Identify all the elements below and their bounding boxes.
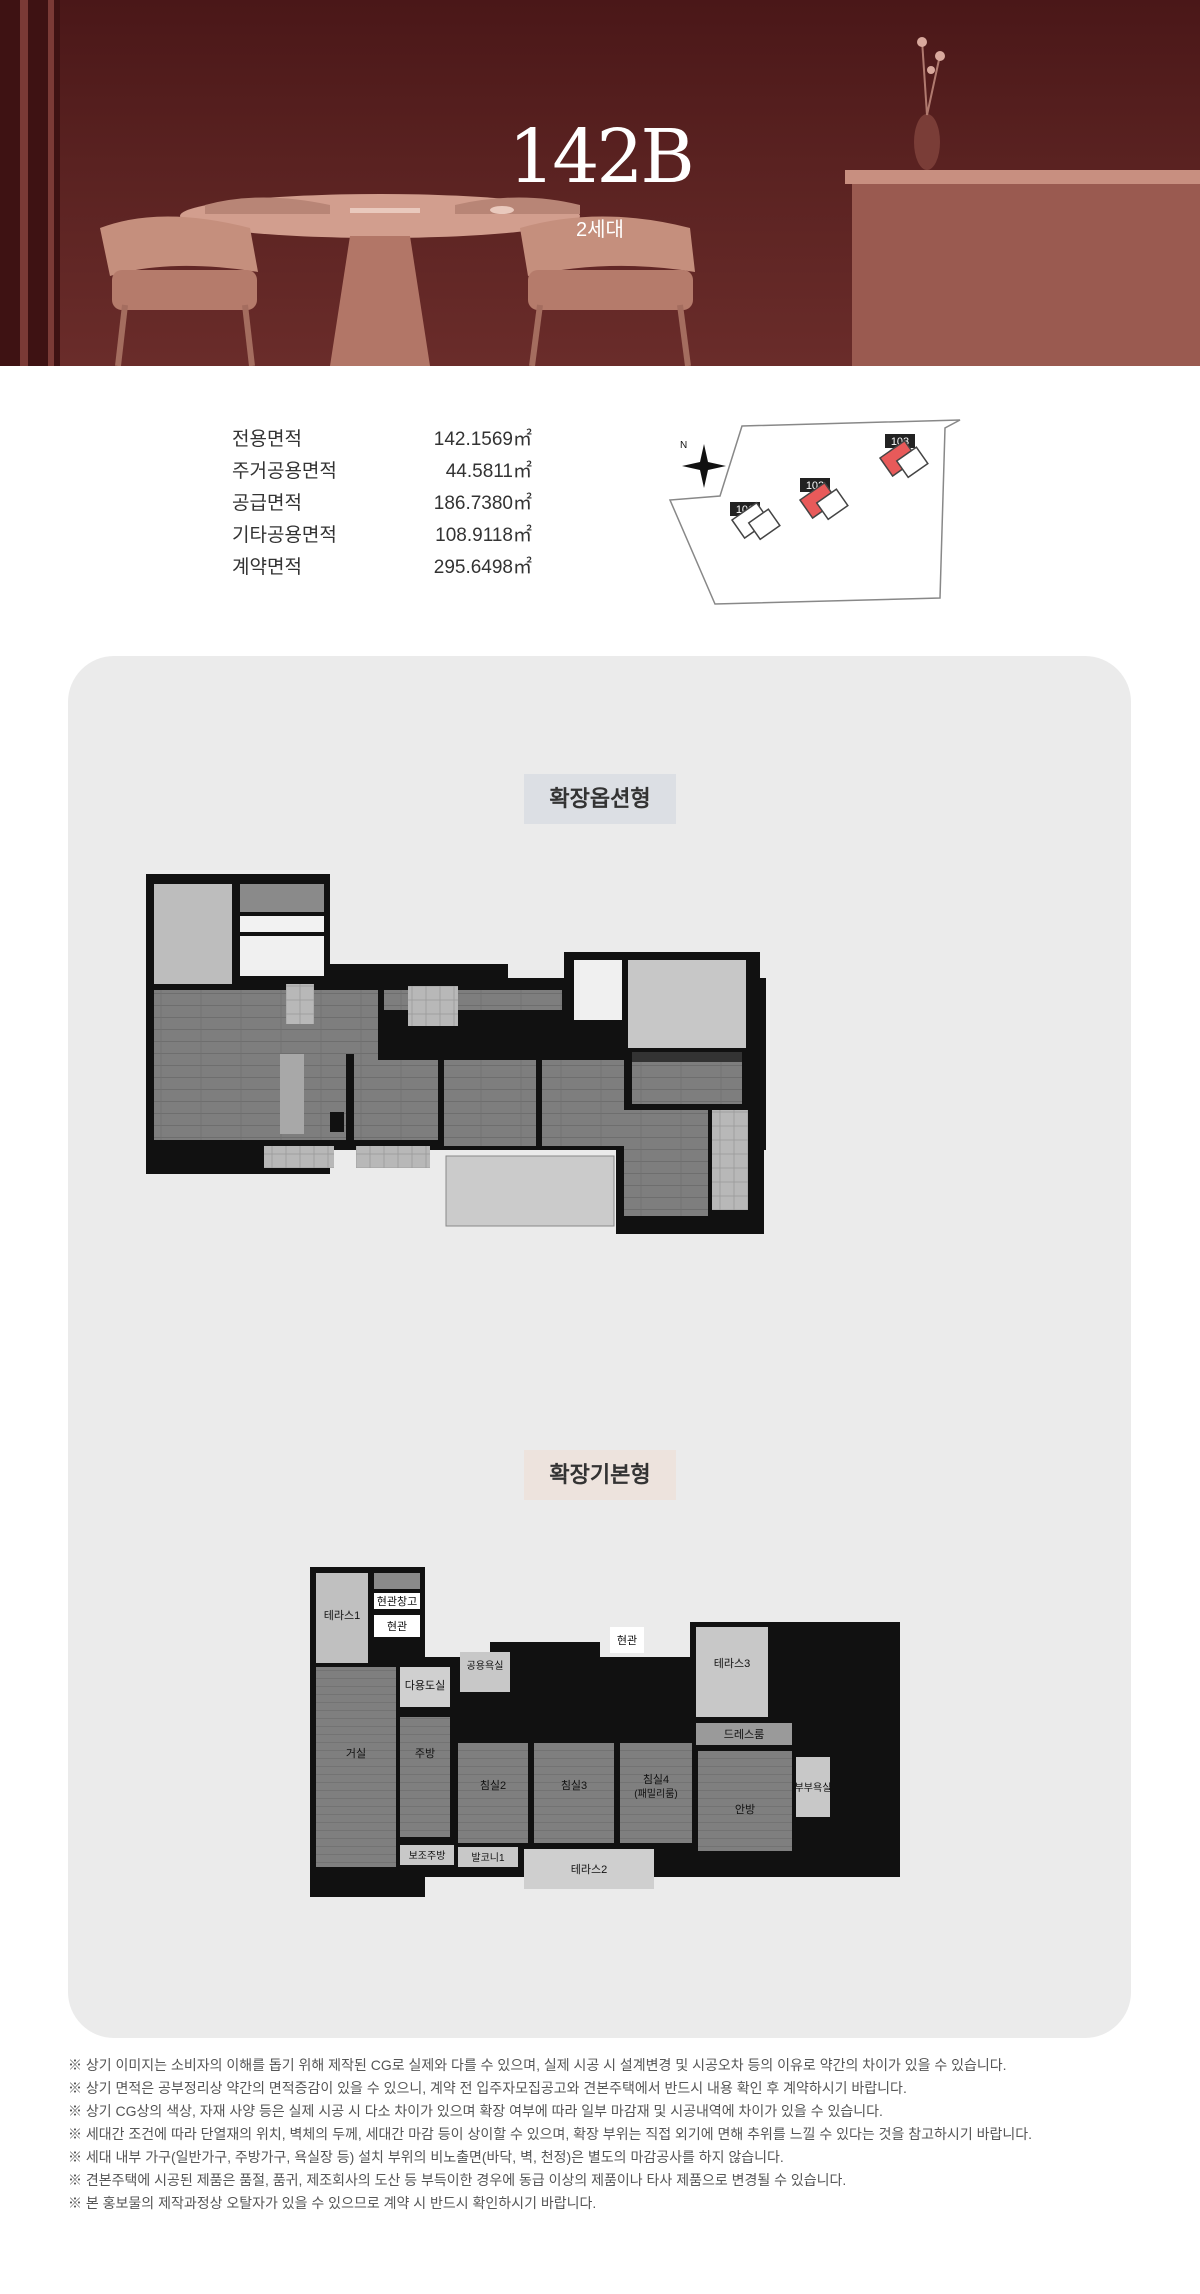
bedroom-2: [356, 1060, 438, 1140]
building-102: [798, 481, 849, 521]
dining-room-illustration: [0, 0, 1200, 366]
area-label: 전용면적: [232, 429, 302, 450]
disclaimer-notes: ※ 상기 이미지는 소비자의 이해를 돕기 위해 제작된 CG로 실제와 다를 …: [68, 2054, 1158, 2215]
room-label-aux-kitchen: 보조주방: [409, 1850, 446, 1862]
disclaimer-note: ※ 상기 이미지는 소비자의 이해를 돕기 위해 제작된 CG로 실제와 다를 …: [68, 2057, 1007, 2073]
area-value: 142.1569㎡: [433, 429, 532, 450]
entrance: [240, 936, 324, 976]
unit-type-title: 142B: [508, 114, 695, 200]
area-label: 주거공용면적: [232, 461, 337, 482]
floorplan-extended-option: [146, 874, 766, 1234]
disclaimer-note: ※ 본 홍보물의 제작과정상 오탈자가 있을 수 있으므로 계약 시 반드시 확…: [68, 2195, 597, 2211]
area-table: 전용면적 142.1569㎡ 주거공용면적 44.5811㎡ 공급면적 186.…: [232, 424, 532, 584]
master-bedroom: [624, 1110, 708, 1216]
area-label: 기타공용면적: [232, 525, 337, 546]
balcony-1: [356, 1146, 430, 1168]
room-label-bedroom4: 침실4: [643, 1773, 669, 1786]
area-label: 공급면적: [232, 493, 302, 514]
room-label-entrance2: 현관: [617, 1634, 637, 1647]
room-label-master-bath: 부부욕실: [795, 1782, 832, 1794]
room-label-utility: 다용도실: [405, 1679, 445, 1692]
room-label-terrace1: 테라스1: [324, 1609, 360, 1622]
area-label: 계약면적: [232, 557, 302, 578]
area-row-exclusive: 전용면적 142.1569㎡: [232, 424, 532, 456]
floorplan-card: 확장옵션형: [68, 656, 1131, 2038]
living-room: [154, 990, 278, 1140]
hero-banner: 142B 2세대: [0, 0, 1200, 366]
building-101: [730, 501, 781, 541]
extended-option-tag: 확장옵션형: [524, 774, 676, 824]
area-value: 44.5811㎡: [445, 461, 532, 482]
area-row-contract: 계약면적 295.6498㎡: [232, 552, 532, 584]
aux-kitchen: [264, 1146, 334, 1168]
terrace-2: [445, 1155, 615, 1227]
room-label-terrace3: 테라스3: [714, 1657, 750, 1670]
svg-text:N: N: [680, 440, 687, 451]
room-label-bedroom4-sub: (패밀리룸): [634, 1788, 677, 1800]
room-label-master: 안방: [735, 1803, 755, 1816]
common-bath: [408, 986, 458, 1026]
room-label-entrance: 현관: [387, 1620, 407, 1633]
unit-count-subtitle: 2세대: [576, 219, 624, 241]
area-value: 186.7380㎡: [433, 493, 532, 514]
disclaimer-note: ※ 세대간 조건에 따라 단열재의 위치, 벽체의 두께, 세대간 마감 등이 …: [68, 2126, 1032, 2142]
area-row-supply: 공급면적 186.7380㎡: [232, 488, 532, 520]
compass-star-icon: N: [680, 440, 726, 488]
bedroom-3: [444, 1060, 536, 1146]
disclaimer-note: ※ 세대 내부 가구(일반가구, 주방가구, 욕실장 등) 설치 부위의 비노출…: [68, 2149, 784, 2165]
extended-basic-tag: 확장기본형: [524, 1450, 676, 1500]
room-label-bedroom2: 침실2: [480, 1779, 506, 1792]
bedroom-4: [542, 1060, 624, 1146]
area-value: 108.9118㎡: [435, 525, 532, 546]
room-label-entrance-storage: 현관창고: [377, 1595, 417, 1608]
room-label-dressroom: 드레스룸: [724, 1728, 764, 1741]
disclaimer-note: ※ 견본주택에 시공된 제품은 품절, 품귀, 제조회사의 도산 등 부득이한 …: [68, 2172, 847, 2188]
master-bath: [712, 1110, 748, 1210]
terrace-3: [628, 960, 746, 1048]
room-label-living: 거실: [346, 1747, 366, 1760]
area-row-residential-common: 주거공용면적 44.5811㎡: [232, 456, 532, 488]
terrace-1: [154, 884, 232, 984]
room-label-common-bath: 공용욕실: [467, 1660, 504, 1672]
room-label-bedroom3: 침실3: [561, 1779, 587, 1792]
site-key-plan: N 101 102 103: [668, 419, 961, 605]
disclaimer-note: ※ 상기 면적은 공부정리상 약간의 면적증감이 있을 수 있으니, 계약 전 …: [68, 2080, 907, 2096]
room-label-kitchen: 주방: [415, 1747, 435, 1760]
area-row-other-common: 기타공용면적 108.9118㎡: [232, 520, 532, 552]
floorplan-extended-basic: 테라스1 현관창고 현관 거실 다용도실 공용욕실 현관 테라스3 주방 침실2…: [310, 1567, 900, 1897]
room-label-terrace2: 테라스2: [571, 1863, 607, 1876]
disclaimer-note: ※ 상기 CG상의 색상, 자재 사양 등은 실제 시공 시 다소 차이가 있으…: [68, 2103, 883, 2119]
room-label-balcony1: 발코니1: [471, 1852, 505, 1864]
kitchen-island: [280, 1054, 304, 1134]
building-103: [878, 439, 929, 479]
area-value: 295.6498㎡: [433, 557, 532, 578]
